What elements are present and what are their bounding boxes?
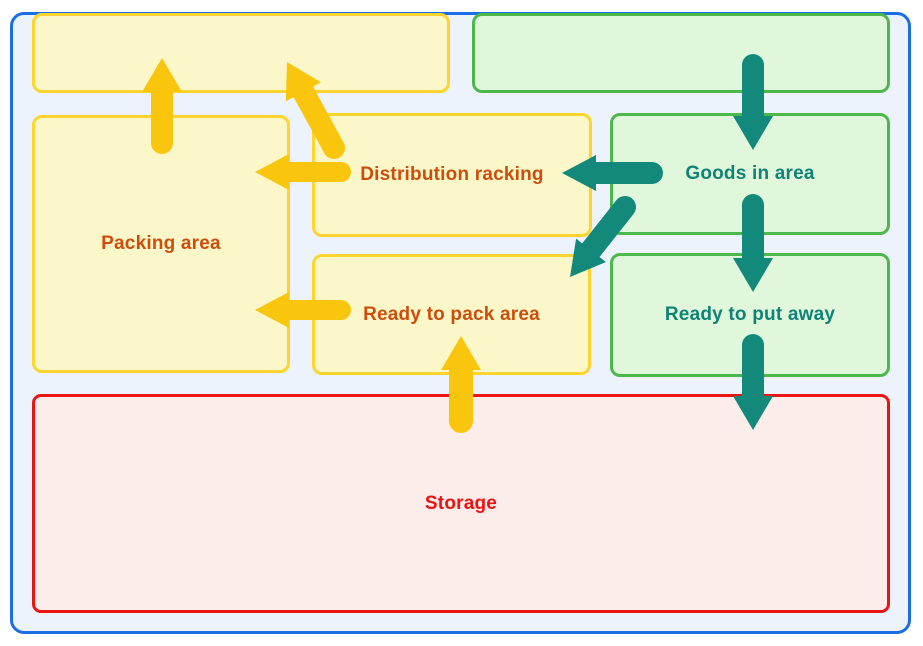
distribution-racking-label: Distribution racking <box>360 164 544 185</box>
area-distribution-racking: Distribution racking <box>312 113 592 237</box>
area-packing: Packing area <box>32 115 290 373</box>
storage-label: Storage <box>424 492 498 514</box>
goods-in-label: Goods in area <box>685 163 815 184</box>
ready-to-put-away-label: Ready to put away <box>664 304 836 325</box>
packing-area-label: Packing area <box>101 233 221 254</box>
area-top-right-unlabeled <box>472 13 890 93</box>
ready-to-pack-label: Ready to pack area <box>363 303 540 325</box>
area-goods-in: Goods in area <box>610 113 890 235</box>
area-storage: Storage <box>32 394 890 613</box>
area-ready-to-put-away: Ready to put away <box>610 253 890 377</box>
area-top-left-unlabeled <box>32 13 450 93</box>
area-ready-to-pack: Ready to pack area <box>312 254 591 375</box>
